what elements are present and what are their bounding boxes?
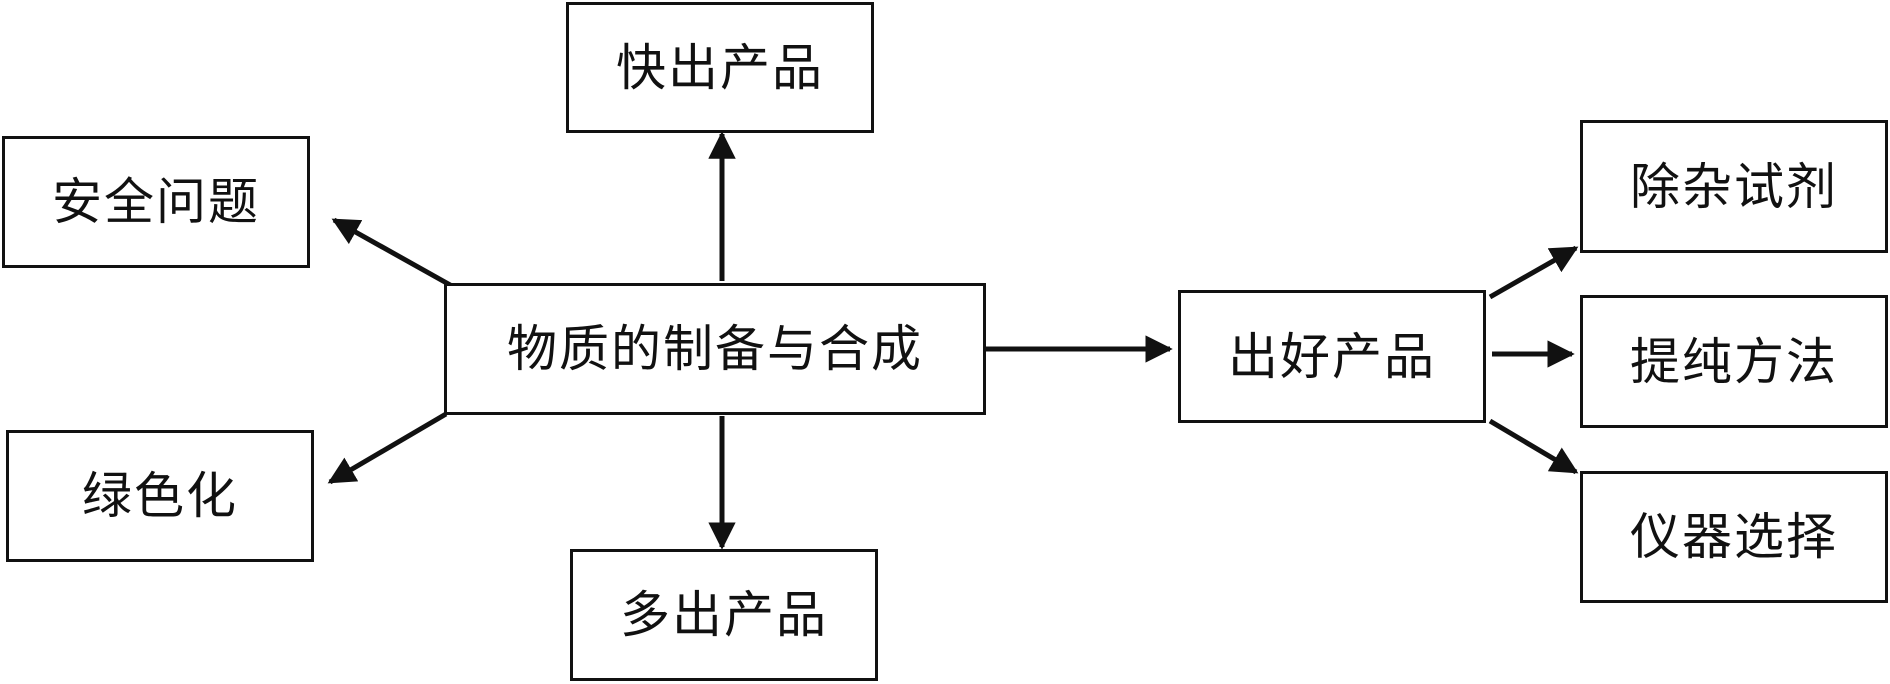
branch-node-top: 快出产品 bbox=[566, 2, 874, 133]
center-node-label: 物质的制备与合成 bbox=[507, 320, 923, 378]
branch-node-top-left-label: 安全问题 bbox=[52, 173, 260, 231]
sub-node-1-label: 除杂试剂 bbox=[1630, 157, 1838, 216]
branch-node-top-label: 快出产品 bbox=[616, 38, 824, 97]
sub-node-1: 除杂试剂 bbox=[1580, 120, 1888, 253]
branch-node-bottom: 多出产品 bbox=[570, 549, 878, 681]
sub-node-2-label: 提纯方法 bbox=[1630, 332, 1838, 391]
branch-node-right-label: 出好产品 bbox=[1228, 327, 1436, 386]
arrow-center-to-bottom-left bbox=[327, 411, 448, 485]
sub-node-3-label: 仪器选择 bbox=[1630, 508, 1838, 566]
arrow-right-to-r3 bbox=[1488, 418, 1579, 475]
branch-node-bottom-left-label: 绿色化 bbox=[82, 467, 238, 525]
branch-node-right: 出好产品 bbox=[1178, 290, 1486, 423]
sub-node-3: 仪器选择 bbox=[1580, 471, 1888, 603]
sub-node-2: 提纯方法 bbox=[1580, 295, 1888, 428]
center-node: 物质的制备与合成 bbox=[444, 283, 986, 415]
arrow-right-to-r1 bbox=[1488, 245, 1579, 300]
branch-node-bottom-left: 绿色化 bbox=[6, 430, 314, 562]
branch-node-top-left: 安全问题 bbox=[2, 136, 310, 268]
branch-node-bottom-label: 多出产品 bbox=[620, 586, 828, 644]
arrow-center-to-top-left bbox=[331, 217, 454, 289]
